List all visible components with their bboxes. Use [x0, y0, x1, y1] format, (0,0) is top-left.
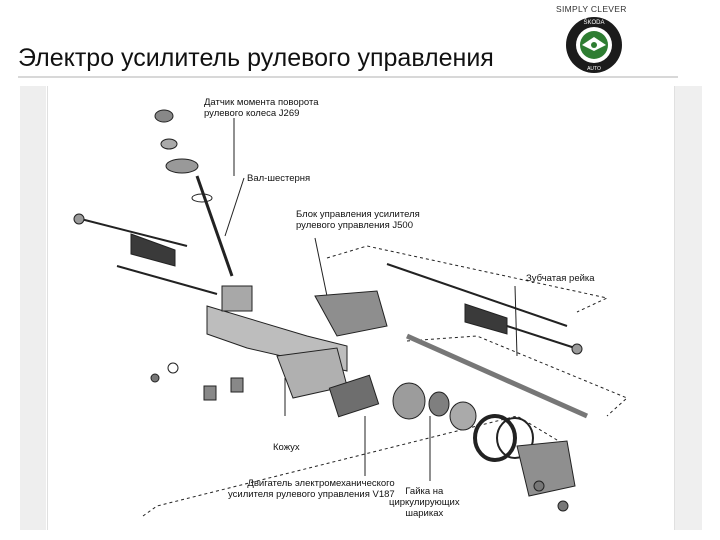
left-margin-shade [20, 86, 46, 530]
rack-bar [405, 333, 589, 419]
pinion-shaft [195, 175, 234, 277]
label-control-unit: Блок управления усилителя рулевого управ… [296, 209, 420, 231]
drive-belt [473, 414, 517, 462]
bracket-rack-upper [326, 245, 609, 313]
title-underline [18, 76, 678, 78]
left-tie-rod-end [73, 213, 85, 225]
right-tie-rod [506, 325, 576, 349]
right-tie-rod-end [571, 343, 583, 355]
label-rack: Зубчатая рейка [526, 273, 595, 284]
right-margin-shade [674, 86, 702, 530]
sensor-ring [160, 138, 178, 150]
label-ball-nut: Гайка на циркулирующих шариках [389, 486, 460, 519]
steering-rack-exploded-view [73, 109, 628, 517]
bracket-rack-lower [406, 335, 628, 417]
left-boot [130, 233, 176, 267]
bushing-left [203, 385, 217, 401]
sensor-body [165, 158, 199, 174]
skoda-logo: ŠKODA AUTO [566, 17, 622, 73]
washer-a [150, 373, 160, 383]
label-housing: Кожух [273, 442, 300, 453]
leader-rack [514, 285, 518, 357]
left-tie-rod [76, 217, 188, 247]
brand-tagline: SIMPLY CLEVER [556, 4, 627, 14]
left-inner-rod [116, 265, 218, 295]
seal-ring [191, 193, 213, 203]
bearing-flange [392, 382, 426, 420]
right-inner-rod [386, 263, 568, 327]
brand-block: SIMPLY CLEVER ŠKODA AUTO [552, 4, 672, 74]
right-boot [464, 303, 508, 335]
leader-control-unit [314, 237, 328, 297]
pinion-housing [221, 285, 253, 312]
control-unit-part [314, 290, 388, 337]
motor-body [328, 374, 380, 418]
bushing-right [230, 377, 244, 393]
svg-text:AUTO: AUTO [587, 66, 601, 72]
slide-title: Электро усилитель рулевого управления [18, 44, 494, 72]
leader-pinion-shaft [224, 177, 245, 237]
bolt-b [557, 500, 569, 512]
ball-nut [428, 391, 450, 417]
label-motor: Двигатель электромеханического усилителя… [228, 478, 395, 500]
bolt-a [533, 480, 545, 492]
pulley [449, 401, 477, 431]
bracket-bottom [142, 415, 568, 517]
end-housing [516, 440, 576, 497]
label-torque-sensor: Датчик момента поворота рулевого колеса … [204, 97, 319, 119]
label-pinion-shaft: Вал-шестерня [247, 173, 311, 184]
o-ring [496, 417, 534, 459]
washer-b [167, 362, 179, 374]
sensor-cap [154, 109, 174, 123]
svg-text:ŠKODA: ŠKODA [583, 19, 604, 26]
